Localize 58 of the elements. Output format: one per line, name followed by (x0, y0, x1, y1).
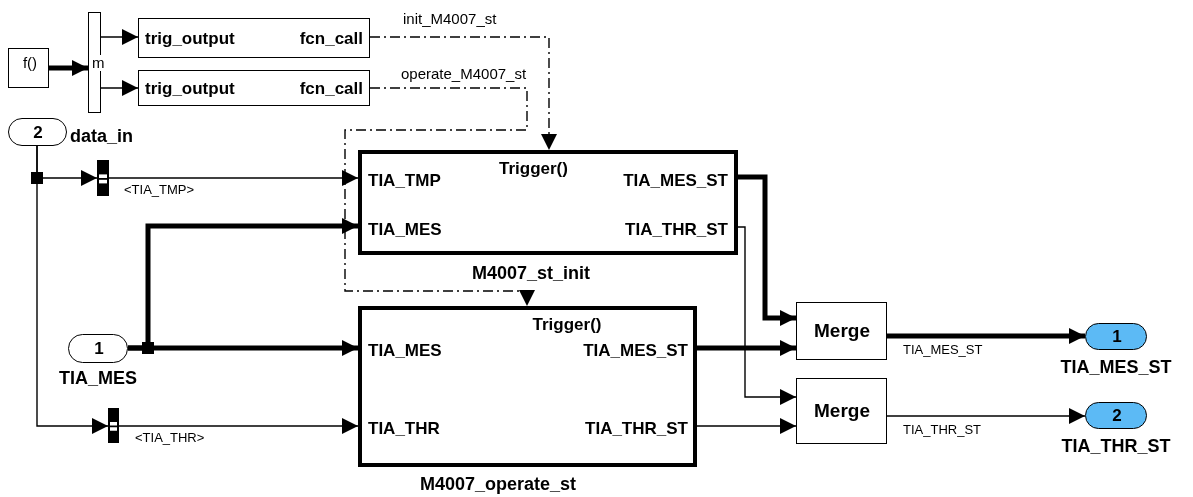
port-label: TIA_THR_ST (625, 220, 728, 240)
edge-label: <TIA_TMP> (123, 182, 196, 197)
signal-name: data_in (70, 126, 134, 146)
bus-selector-bar (97, 160, 109, 196)
block-name: M4007_st_init (472, 263, 591, 283)
port-label: TIA_THR_ST (585, 419, 688, 439)
bus-selector-bar (108, 408, 119, 443)
port-label: TIA_MES (368, 220, 442, 240)
port-number: 2 (1112, 406, 1122, 426)
port-number: 2 (33, 123, 43, 143)
port-label: Trigger() (532, 315, 602, 335)
edge-label: init_M4007_st (402, 11, 498, 26)
port-number: 1 (94, 339, 104, 359)
signal-arrow (36, 145, 109, 434)
block-label: Merge (814, 401, 870, 421)
merge-block (796, 302, 887, 360)
port-label: trig_output (145, 79, 235, 99)
edge-label: operate_M4007_st (400, 66, 528, 81)
signal-arrow (108, 170, 359, 186)
port-label: Trigger() (499, 159, 568, 179)
port-label: TIA_MES (368, 341, 442, 361)
port-label: TIA_THR (368, 419, 440, 439)
port-label: trig_output (145, 29, 235, 49)
trigger-block (138, 70, 370, 106)
edge-label: TIA_THR_ST (902, 422, 982, 437)
port-label: fcn_call (299, 79, 363, 99)
signal-arrow (738, 174, 796, 326)
function-call-line (369, 36, 557, 151)
signal-arrow (697, 340, 796, 356)
block-name: M4007_operate_st (420, 474, 577, 494)
port-label: TIA_MES_ST (583, 341, 688, 361)
port-label: fcn_call (299, 29, 363, 49)
signal-arrow (100, 80, 139, 96)
signal-arrow (100, 29, 139, 45)
signal-name: TIA_MES_ST (1060, 357, 1172, 377)
signal-arrow (886, 408, 1086, 424)
port-label: TIA_MES_ST (623, 171, 728, 191)
signal-arrow (887, 328, 1085, 344)
signal-arrow (49, 60, 88, 76)
trigger-block (138, 18, 370, 58)
signal-name: TIA_MES (59, 368, 137, 388)
signal-arrow (128, 340, 358, 356)
function-block (8, 48, 49, 88)
signal-name: TIA_THR_ST (1061, 436, 1171, 456)
port-number: 1 (1112, 327, 1122, 347)
edge-label: <TIA_THR> (134, 430, 206, 445)
signal-arrow (737, 226, 797, 405)
signal-arrow (696, 418, 797, 434)
port-label: TIA_TMP (368, 171, 441, 191)
function-call-line (344, 87, 535, 307)
function-label: f() (22, 53, 38, 73)
subsystem-block (358, 150, 738, 255)
merge-block (796, 378, 887, 444)
subsystem-block (358, 306, 697, 467)
block-label: Merge (814, 321, 870, 341)
block-label: m (92, 55, 105, 71)
signal-arrow (118, 418, 359, 434)
edge-label: TIA_MES_ST (902, 342, 984, 357)
